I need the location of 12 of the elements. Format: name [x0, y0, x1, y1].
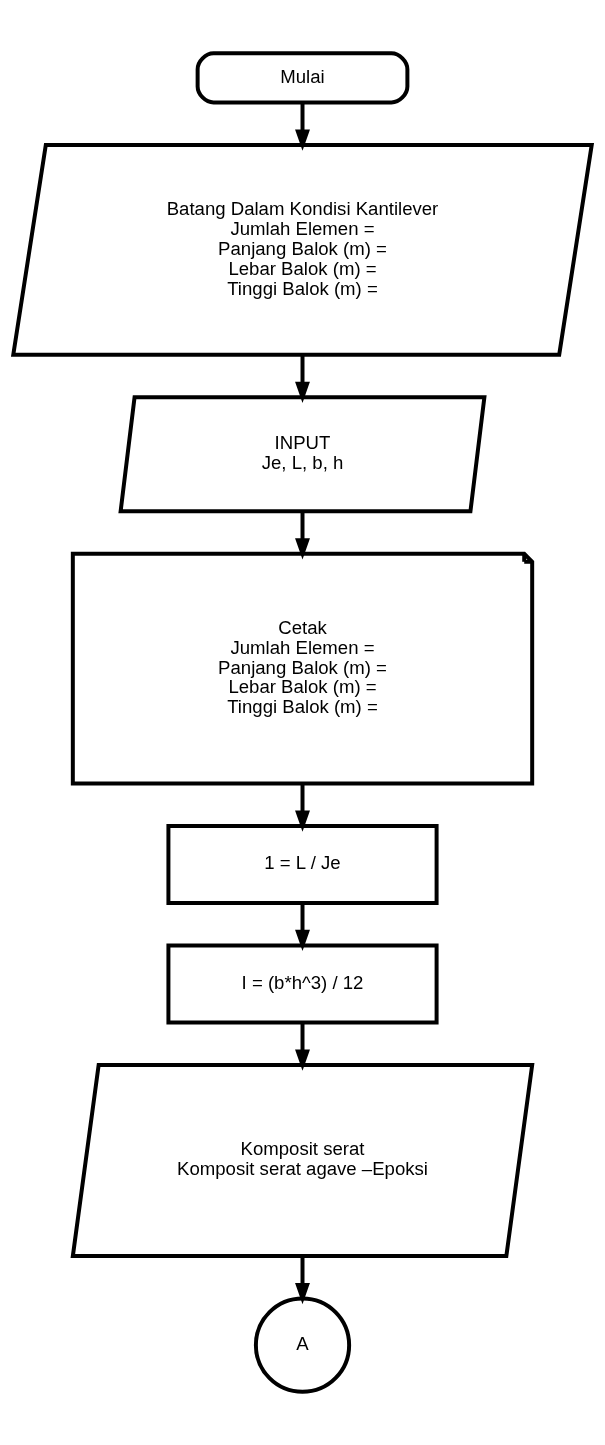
- node-box: I = (b*h^3) / 12: [166, 943, 439, 1025]
- node-box: INPUT Je, L, b, h: [118, 395, 487, 514]
- arrow: [295, 511, 310, 560]
- arrow: [295, 354, 310, 403]
- node-circle: A: [253, 1296, 352, 1394]
- arrow: [295, 1022, 310, 1071]
- node-box: 1 = L / Je: [166, 824, 439, 905]
- arrow: [295, 1256, 310, 1305]
- node-box: Mulai: [195, 51, 410, 105]
- arrow: [295, 102, 310, 151]
- arrow: [295, 784, 310, 832]
- arrow: [295, 903, 310, 952]
